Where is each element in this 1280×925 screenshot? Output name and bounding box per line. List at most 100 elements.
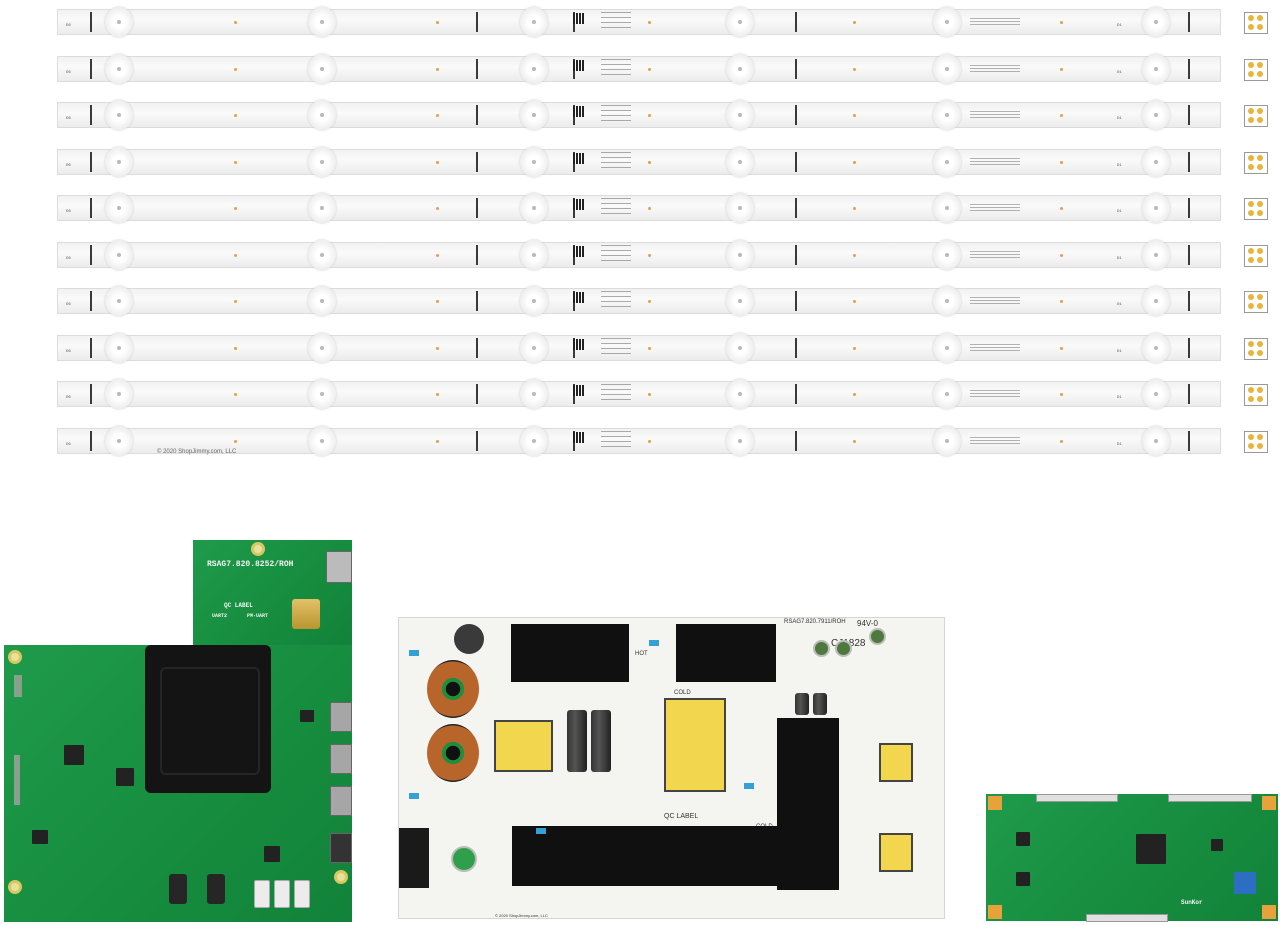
led-dot (648, 207, 651, 210)
strip-mark (795, 198, 797, 218)
qr-code (573, 59, 584, 71)
led-lens (933, 425, 961, 456)
led-lens (105, 146, 133, 177)
toroid-inductor (427, 724, 479, 782)
led-dot (853, 439, 856, 443)
heatsink (777, 718, 839, 890)
strip-right-marker: D1 (1117, 163, 1122, 168)
strip-mark (90, 105, 92, 125)
main-board-uart2-label: UART2 (212, 613, 228, 619)
strip-model-text (970, 204, 1020, 211)
strip-connector (1244, 151, 1268, 174)
strip-left-marker: D6 (66, 396, 71, 400)
led-lens (1142, 146, 1170, 177)
led-dot (648, 160, 651, 164)
psu-part-label: RSAG7.820.7911/ROH (784, 619, 846, 625)
led-dot (648, 67, 651, 71)
qr-code (573, 13, 584, 24)
led-lens (726, 7, 754, 37)
strip-mark (476, 151, 478, 172)
hdmi-port (330, 786, 352, 816)
ic-chip (1016, 872, 1030, 886)
psu-rating-label: 94V-0 (857, 619, 878, 628)
strip-mark (795, 430, 797, 451)
led-dot (234, 439, 237, 443)
led-lens (726, 100, 754, 130)
strip-code-text (601, 151, 631, 170)
strip-connector (1244, 198, 1268, 220)
ethernet-port (330, 833, 352, 863)
heatsink (512, 826, 822, 886)
strip-mark (1188, 105, 1190, 125)
led-lens (520, 239, 548, 270)
strip-right-marker: D1 (1117, 210, 1122, 214)
toroid-inductor (427, 660, 479, 718)
led-dot (853, 160, 856, 164)
led-lens (726, 379, 754, 409)
led-dot (234, 300, 237, 303)
strip-mark (90, 430, 92, 451)
mounting-pad (988, 796, 1002, 810)
qr-code (573, 106, 584, 117)
qr-code (573, 152, 584, 164)
rca-jack (274, 880, 290, 908)
main-board: RSAG7.820.8252/ROH QC LABEL UART2 PM-UAR… (4, 540, 352, 922)
led-dot (1060, 253, 1063, 257)
led-lens (105, 332, 133, 363)
strip-mark (795, 384, 797, 404)
main-board-upper (193, 540, 352, 645)
mounting-hole (8, 880, 22, 894)
strip-right-marker: D1 (1117, 256, 1122, 261)
strip-left-marker: D6 (66, 163, 71, 168)
led-lens (726, 425, 754, 456)
strip-mark (476, 58, 478, 79)
strip-mark (1188, 291, 1190, 311)
hdmi-port (330, 702, 352, 732)
led-lens (308, 53, 336, 84)
main-board-part-label: RSAG7.820.8252/ROH (207, 560, 294, 569)
led-dot (853, 346, 856, 350)
fpc-connector (1086, 914, 1168, 922)
led-lens (105, 425, 133, 456)
strip-connector (1244, 430, 1268, 453)
strip-mark (795, 244, 797, 265)
led-lens (520, 146, 548, 177)
mounting-pad (988, 905, 1002, 919)
led-dot (853, 114, 856, 117)
led-lens (933, 193, 961, 223)
ic-chip (300, 710, 314, 722)
led-dot (436, 160, 439, 164)
strip-mark (795, 291, 797, 311)
led-lens (105, 286, 133, 316)
strip-mark (476, 337, 478, 358)
strip-mark (476, 244, 478, 265)
strip-mark (1188, 337, 1190, 358)
led-lens (933, 332, 961, 363)
heatsink (511, 624, 629, 682)
strip-code-text (601, 198, 631, 216)
capacitor (813, 693, 827, 715)
led-dot (1060, 21, 1063, 24)
tuner-connector (292, 599, 320, 629)
led-dot (234, 21, 237, 24)
psu-hot-label: HOT (635, 651, 648, 657)
fpc-connector (1168, 794, 1252, 802)
strip-mark (795, 12, 797, 32)
led-lens (308, 7, 336, 37)
blue-capacitor (409, 793, 419, 799)
led-dot (1060, 160, 1063, 164)
led-dot (234, 393, 237, 396)
strip-connector (1244, 12, 1268, 34)
strip-mark (90, 151, 92, 172)
ic-chip (1211, 839, 1223, 851)
led-dot (1060, 439, 1063, 443)
led-lens (726, 239, 754, 270)
strip-model-text (970, 297, 1020, 304)
rca-jack (254, 880, 270, 908)
led-lens (1142, 425, 1170, 456)
led-lens (520, 100, 548, 130)
